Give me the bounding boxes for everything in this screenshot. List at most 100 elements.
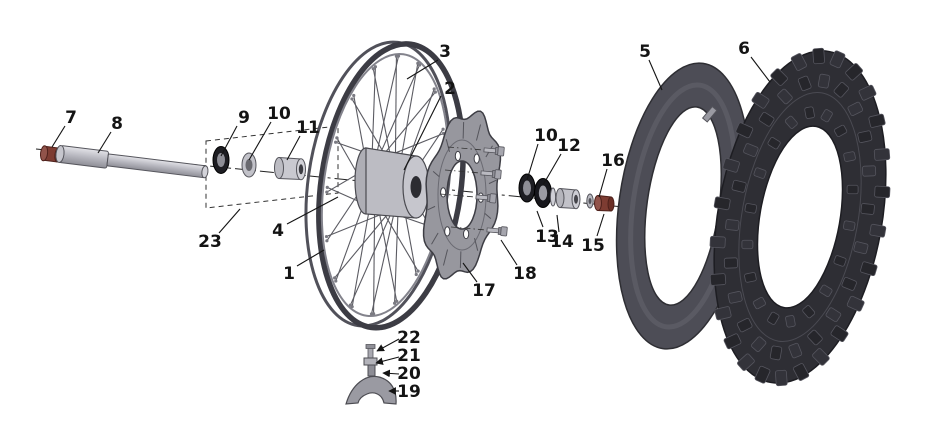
part-callout-label: 20 xyxy=(397,364,421,384)
spoke xyxy=(326,213,384,238)
tread-knob xyxy=(784,115,798,129)
leader-line xyxy=(598,168,608,198)
tread-knob xyxy=(847,101,864,117)
rotor-slot xyxy=(484,212,492,220)
spoke xyxy=(334,212,389,279)
tread-knob xyxy=(868,113,886,128)
tread-knob xyxy=(857,130,873,144)
rotor-bolt-hole xyxy=(444,226,451,237)
part-callout-label: 14 xyxy=(550,232,574,252)
rotor-slot xyxy=(488,179,497,185)
spoke-nipple xyxy=(352,93,356,98)
tread-knob xyxy=(758,111,775,127)
rotor-bolt-hole xyxy=(454,150,461,162)
rim-lock-stem xyxy=(367,364,376,377)
part-callout-label: 23 xyxy=(198,232,222,252)
tread-knob xyxy=(709,235,726,249)
leader-line xyxy=(97,131,112,154)
wheel-bearing xyxy=(534,178,552,208)
spoke-nipple xyxy=(417,63,422,67)
tread-knob xyxy=(845,63,863,81)
spoke-nipple xyxy=(333,276,337,280)
spoke-nipple xyxy=(392,301,397,305)
spoke xyxy=(378,211,398,302)
tread-knob xyxy=(817,73,831,89)
part-callout-label: 17 xyxy=(472,281,496,301)
rim-lock-bolt-head xyxy=(365,344,376,349)
spoke xyxy=(373,204,376,314)
tread-knob xyxy=(741,239,754,250)
tread-knob xyxy=(767,311,780,325)
rotor-bolt xyxy=(486,226,508,237)
part-callout-label: 5 xyxy=(639,42,651,62)
tread-knob xyxy=(744,203,758,214)
rotor-slot xyxy=(427,205,436,211)
tread-knob xyxy=(754,365,771,384)
spoke-nipple xyxy=(325,190,329,194)
brake-rotor xyxy=(422,110,502,280)
rotor-bolt xyxy=(475,193,497,204)
dust-seal-left xyxy=(212,146,230,174)
tread-knob xyxy=(833,82,849,98)
leader-line xyxy=(286,135,301,161)
tread-knob xyxy=(770,68,788,86)
part-callout-label: 10 xyxy=(267,104,291,124)
tread-knob xyxy=(846,295,865,312)
rotor-bolt-hole xyxy=(440,187,447,198)
spoke xyxy=(372,68,392,159)
tread-knob xyxy=(812,348,830,366)
spoke xyxy=(381,91,436,158)
leader-line xyxy=(556,214,560,233)
tread-knob xyxy=(819,284,833,297)
spoke xyxy=(394,56,397,166)
tread-knob xyxy=(723,257,738,269)
spoke-nipple xyxy=(371,67,375,71)
tread-knob xyxy=(860,261,878,277)
tread-knob xyxy=(820,109,833,123)
part-callout-label: 4 xyxy=(272,221,284,241)
tread-knob xyxy=(829,50,846,69)
spoke-nipple xyxy=(334,279,338,283)
leader-line xyxy=(596,213,605,237)
tread-knob xyxy=(807,329,823,346)
tread-knob xyxy=(727,290,743,304)
leader-line xyxy=(376,338,400,352)
part-callout-label: 7 xyxy=(65,108,77,128)
tread-knob xyxy=(790,53,807,71)
tread-knob xyxy=(860,203,875,215)
spoke-nipple xyxy=(416,269,420,273)
spoke-nipple xyxy=(373,65,378,69)
tread-knob xyxy=(793,363,810,381)
leader-line xyxy=(648,59,663,91)
rotor-bolt-hole xyxy=(473,153,480,164)
leader-line xyxy=(526,143,539,181)
rim-lock-nut xyxy=(363,357,378,366)
spoke xyxy=(383,213,419,272)
tread-knob xyxy=(767,137,781,150)
rotor-slot xyxy=(442,249,449,266)
part-callout-label: 19 xyxy=(397,382,421,402)
tread-knob xyxy=(713,196,731,211)
tire-knobs xyxy=(709,47,891,387)
rotor-bolt-hole xyxy=(463,228,470,240)
rotor-slot xyxy=(474,238,479,251)
part-callout-label: 10 xyxy=(534,126,558,146)
leader-line xyxy=(536,210,544,228)
tread-knob xyxy=(862,165,877,177)
tread-knob xyxy=(825,307,842,323)
spoke-nipple xyxy=(325,185,329,189)
tread-knob xyxy=(788,342,803,359)
spoke-nipple xyxy=(334,140,338,144)
tread-knob xyxy=(744,272,757,283)
tread-knob xyxy=(812,47,825,65)
spoke-nipple xyxy=(433,90,437,94)
part-callout-label: 21 xyxy=(397,346,421,366)
tread-knob xyxy=(722,157,740,173)
part-callout-label: 9 xyxy=(238,108,250,128)
tread-knob xyxy=(777,88,793,105)
spoke-nipple xyxy=(441,127,445,131)
seal-right xyxy=(518,173,536,203)
axle-spacer xyxy=(555,187,581,210)
